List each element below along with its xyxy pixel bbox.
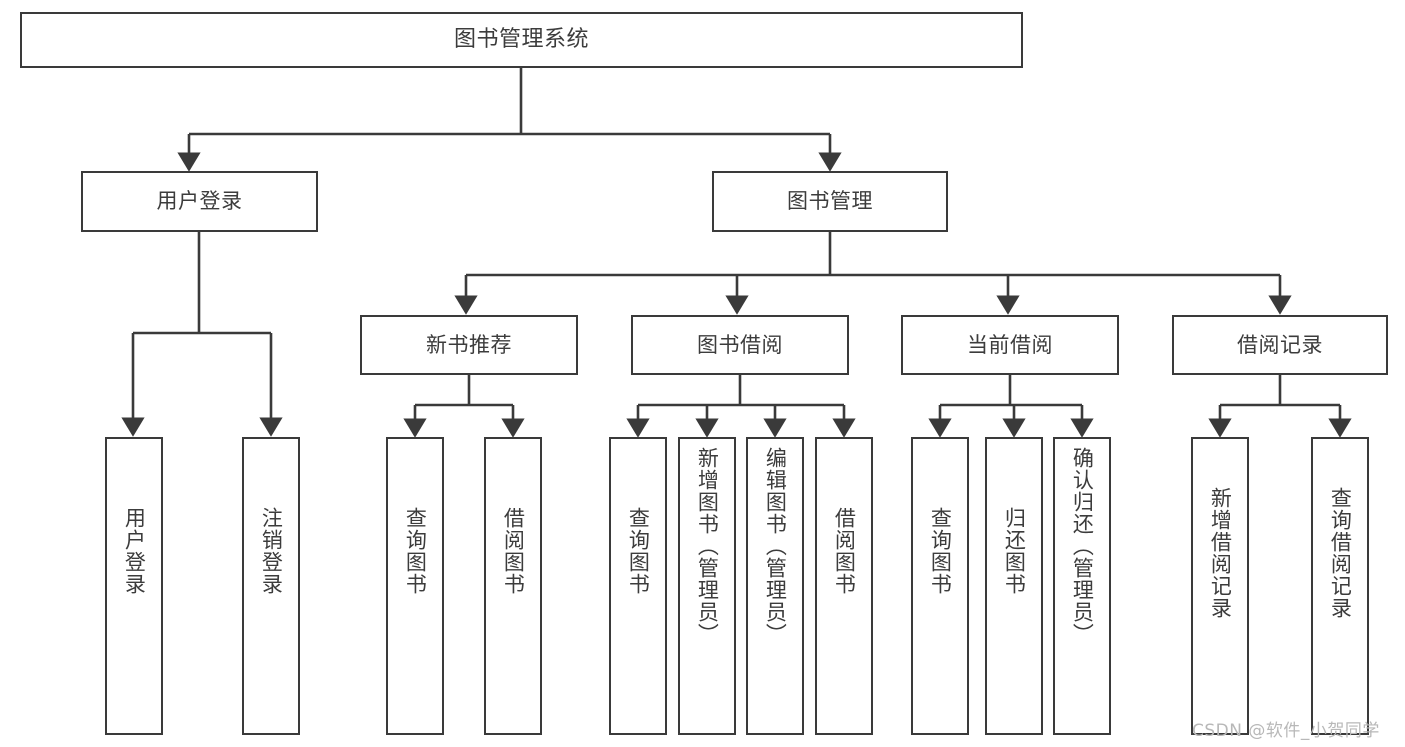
node-leaf-user-login-label: 用户登录 <box>122 507 147 595</box>
node-leaf-add-book-admin[interactable]: 新增图书（管理员） <box>678 437 736 735</box>
node-leaf-edit-book-admin-label: 编辑图书（管理员） <box>763 447 788 645</box>
node-root-label: 图书管理系统 <box>453 26 589 52</box>
node-leaf-add-borrow-record-label: 新增借阅记录 <box>1208 487 1233 619</box>
node-user-login-label: 用户登录 <box>156 189 243 214</box>
node-current-borrow[interactable]: 当前借阅 <box>901 315 1119 375</box>
node-leaf-edit-book-admin[interactable]: 编辑图书（管理员） <box>746 437 804 735</box>
node-leaf-query-book-1[interactable]: 查询图书 <box>386 437 444 735</box>
node-leaf-add-book-admin-label: 新增图书（管理员） <box>695 447 720 645</box>
node-leaf-return-book-label: 归还图书 <box>1002 507 1027 595</box>
node-book-borrow[interactable]: 图书借阅 <box>631 315 849 375</box>
node-leaf-borrow-book-1[interactable]: 借阅图书 <box>484 437 542 735</box>
node-leaf-query-book-3[interactable]: 查询图书 <box>911 437 969 735</box>
node-leaf-return-book[interactable]: 归还图书 <box>985 437 1043 735</box>
node-leaf-user-logout-label: 注销登录 <box>259 507 284 595</box>
node-leaf-confirm-return-admin-label: 确认归还（管理员） <box>1070 447 1095 645</box>
node-leaf-borrow-book-1-label: 借阅图书 <box>501 507 526 595</box>
node-leaf-user-logout[interactable]: 注销登录 <box>242 437 300 735</box>
node-borrow-record-label: 借阅记录 <box>1237 332 1323 357</box>
node-leaf-borrow-book-2[interactable]: 借阅图书 <box>815 437 873 735</box>
node-book-manage-label: 图书管理 <box>787 189 873 214</box>
node-root[interactable]: 图书管理系统 <box>20 12 1023 68</box>
node-leaf-query-book-3-label: 查询图书 <box>928 507 953 595</box>
node-new-book-rec[interactable]: 新书推荐 <box>360 315 578 375</box>
node-book-manage[interactable]: 图书管理 <box>712 171 948 232</box>
node-leaf-query-book-1-label: 查询图书 <box>403 507 428 595</box>
node-leaf-borrow-book-2-label: 借阅图书 <box>832 507 857 595</box>
node-leaf-query-book-2[interactable]: 查询图书 <box>609 437 667 735</box>
node-leaf-query-borrow-record-label: 查询借阅记录 <box>1328 487 1353 619</box>
node-new-book-rec-label: 新书推荐 <box>426 332 512 357</box>
node-leaf-query-borrow-record[interactable]: 查询借阅记录 <box>1311 437 1369 735</box>
csdn-watermark: CSDN @软件_小贺同学 <box>1192 721 1380 741</box>
node-current-borrow-label: 当前借阅 <box>967 332 1053 357</box>
node-borrow-record[interactable]: 借阅记录 <box>1172 315 1388 375</box>
node-book-borrow-label: 图书借阅 <box>697 332 783 357</box>
node-leaf-confirm-return-admin[interactable]: 确认归还（管理员） <box>1053 437 1111 735</box>
node-leaf-query-book-2-label: 查询图书 <box>626 507 651 595</box>
node-user-login[interactable]: 用户登录 <box>81 171 318 232</box>
node-leaf-user-login[interactable]: 用户登录 <box>105 437 163 735</box>
node-leaf-add-borrow-record[interactable]: 新增借阅记录 <box>1191 437 1249 735</box>
